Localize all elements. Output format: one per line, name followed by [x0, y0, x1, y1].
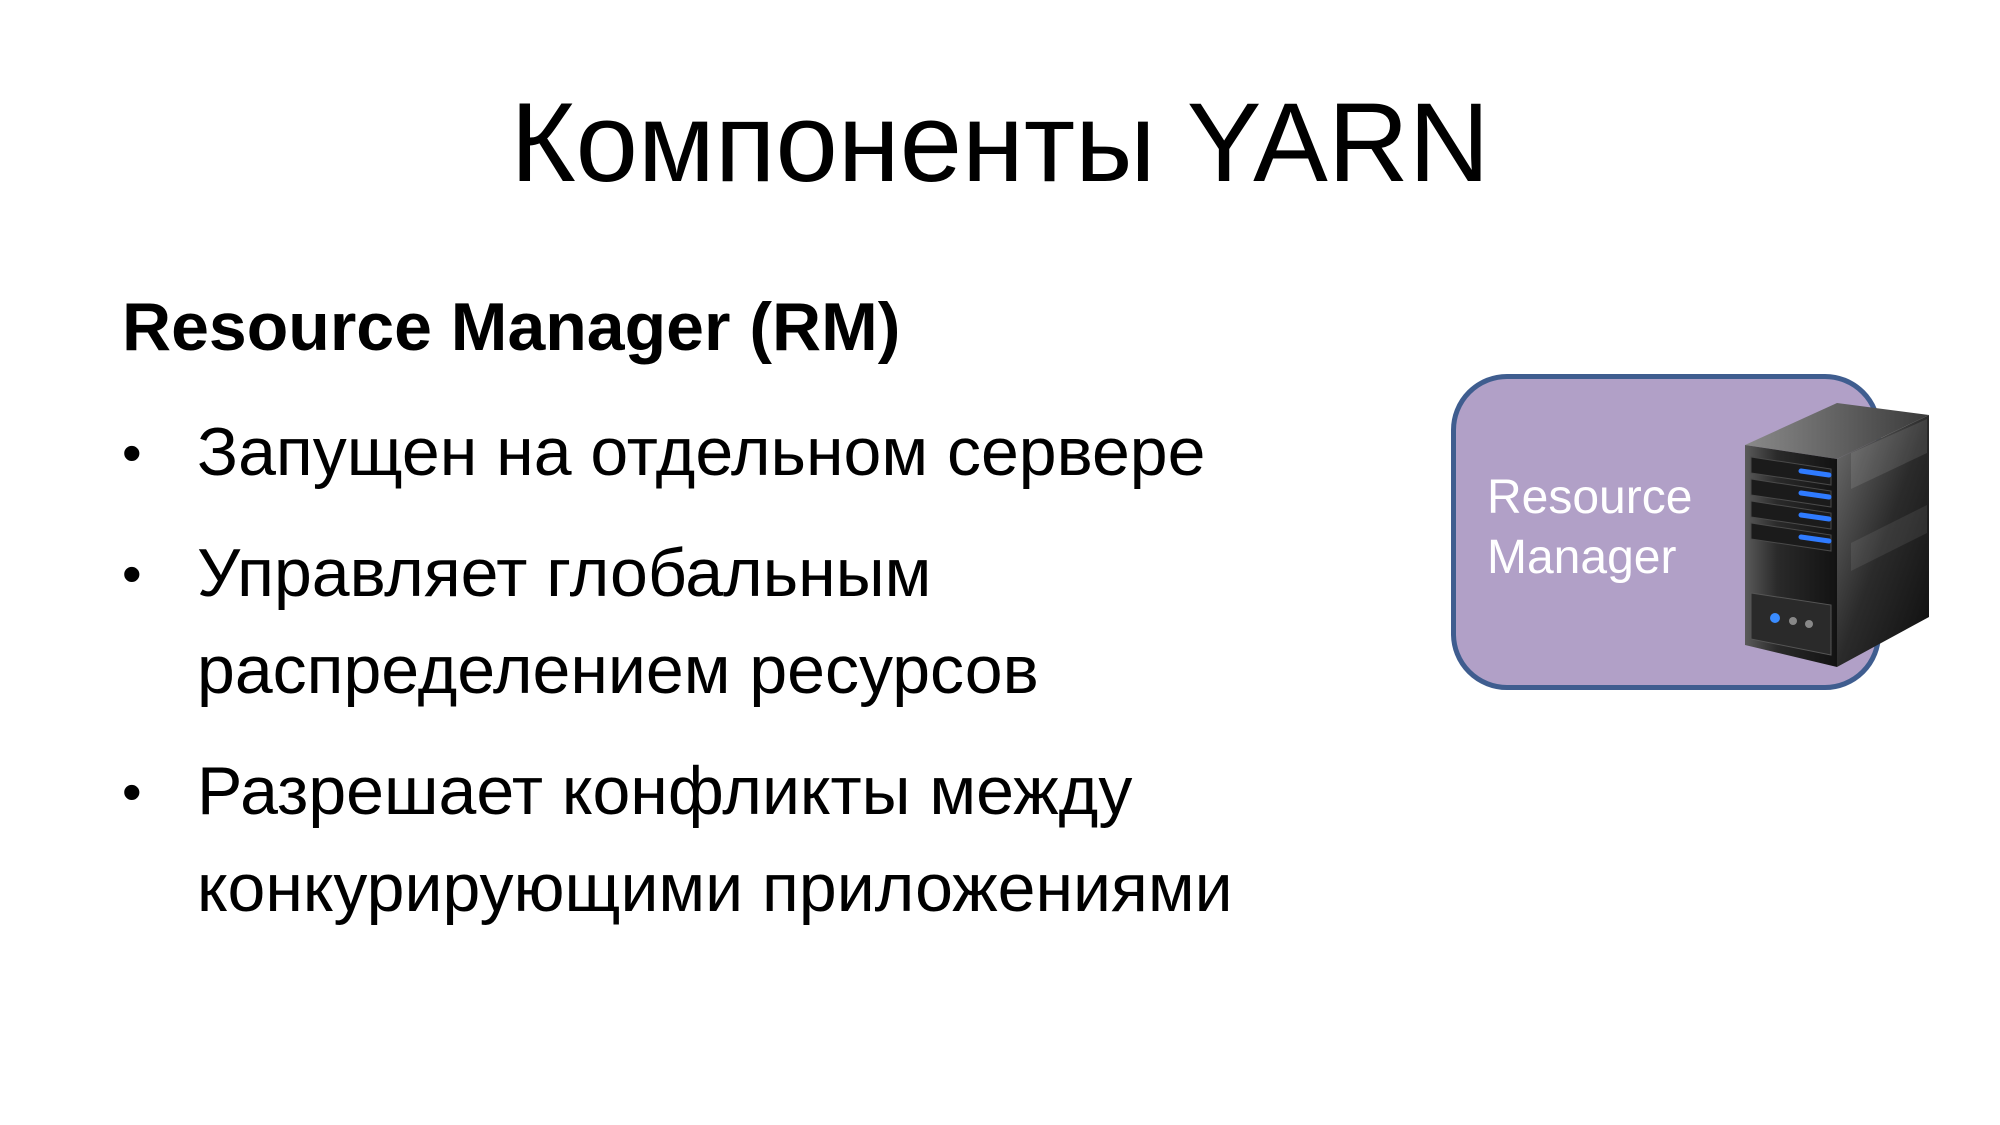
- server-top: [1745, 403, 1929, 459]
- side-highlight: [1851, 419, 1927, 489]
- bullet-item: • Запущен на отдельном сервере: [122, 404, 1472, 501]
- side-highlight: [1851, 505, 1927, 571]
- bullet-dot-icon: •: [122, 421, 142, 484]
- bullet-item: • Управляет глобальным распределением ре…: [122, 525, 1472, 719]
- resource-manager-label-line2: Manager: [1487, 531, 1677, 584]
- power-light: [1770, 613, 1780, 623]
- port: [1805, 620, 1813, 628]
- drive-bay: [1750, 500, 1832, 530]
- slide-title: Компоненты YARN: [510, 80, 1490, 205]
- bullet-dot-icon: •: [122, 760, 142, 823]
- drive-bay: [1750, 456, 1832, 486]
- bullet-text: Разрешает конфликты между конкурирующими…: [197, 753, 1233, 926]
- drive-bay: [1750, 522, 1832, 552]
- led-indicator: [1798, 490, 1832, 500]
- drive-bay: [1750, 478, 1832, 508]
- bullet-dot-icon: •: [122, 542, 142, 605]
- server-side: [1837, 415, 1929, 667]
- resource-manager-label: Resource Manager: [1487, 468, 1737, 588]
- port: [1789, 617, 1797, 625]
- led-indicator: [1798, 534, 1832, 544]
- led-indicator: [1798, 512, 1832, 522]
- resource-manager-label-line1: Resource: [1487, 471, 1693, 524]
- bullet-text: Управляет глобальным распределением ресу…: [197, 535, 1039, 708]
- led-indicator: [1798, 468, 1832, 478]
- bullet-text: Запущен на отдельном сервере: [197, 414, 1206, 490]
- bullet-item: • Разрешает конфликты между конкурирующи…: [122, 743, 1472, 937]
- bullet-list: • Запущен на отдельном сервере • Управля…: [122, 404, 1472, 961]
- section-heading: Resource Manager (RM): [122, 289, 901, 365]
- server-tower-icon: [1745, 403, 1929, 667]
